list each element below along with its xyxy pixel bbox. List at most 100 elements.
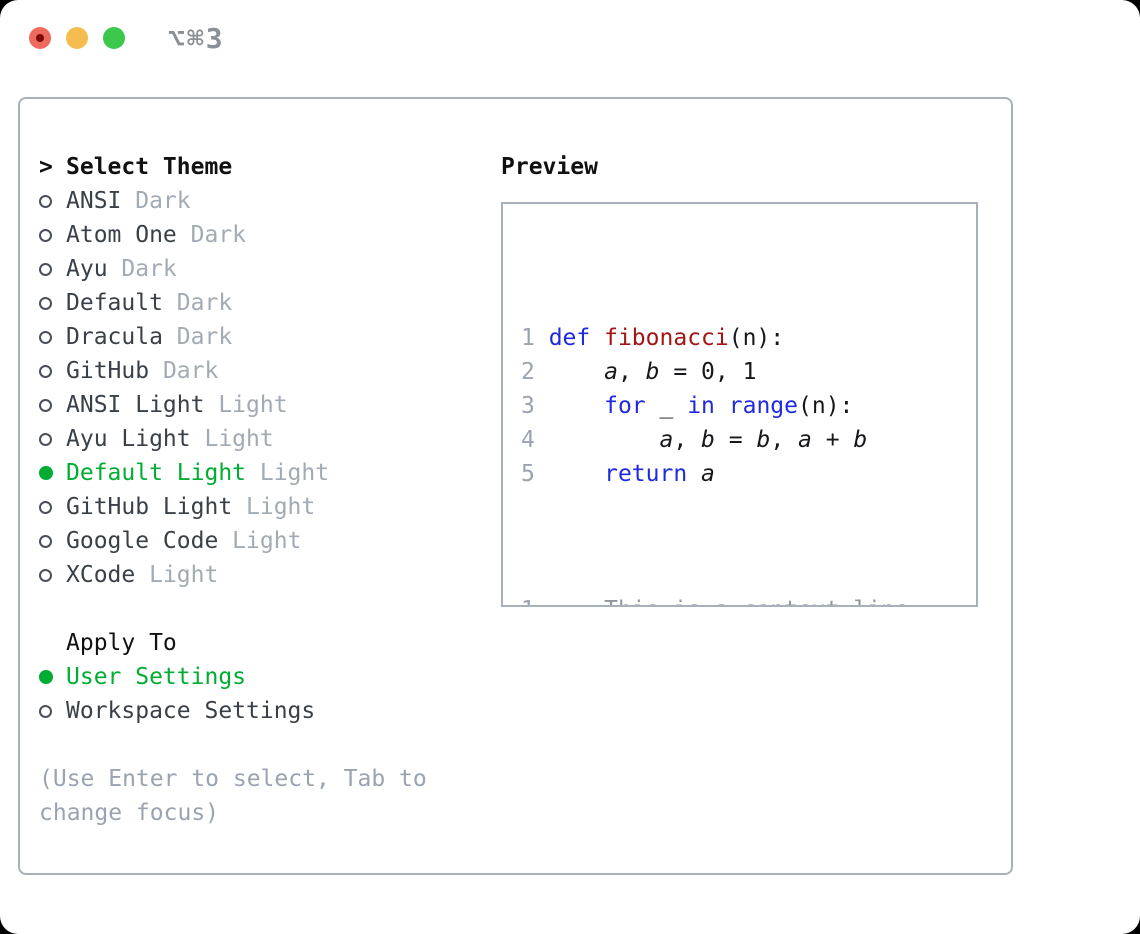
item-variant-tag: Light [218, 528, 302, 554]
theme-option-ansi-light[interactable]: ANSI Light Light [39, 388, 481, 422]
item-label: GitHub Light [66, 494, 233, 520]
radio-unselected-icon [39, 568, 52, 582]
item-variant-tag: Dark [107, 256, 177, 282]
spacer [39, 592, 481, 626]
radio-marker [39, 432, 66, 446]
radio-unselected-icon [39, 228, 52, 242]
item-variant-tag: Dark [176, 222, 247, 248]
item-label: ANSI Light [66, 392, 205, 418]
item-label: Atom One [66, 222, 177, 248]
titlebar: ⌥⌘3 [0, 0, 1140, 97]
apply-option-workspace-settings[interactable]: Workspace Settings [39, 694, 481, 728]
code-segment: , [617, 359, 646, 385]
theme-option-default-light[interactable]: Default Light Light [39, 456, 481, 490]
radio-unselected-icon [39, 262, 52, 276]
code-line: 5 return a [521, 457, 966, 491]
theme-option-github[interactable]: GitHub Dark [39, 354, 481, 388]
radio-marker [39, 466, 66, 480]
line-number: 1 [521, 597, 549, 605]
keyboard-hint-text: (Use Enter to select, Tab to change focu… [39, 766, 427, 826]
theme-picker-title: Select Theme [66, 154, 233, 180]
item-variant-tag: Dark [121, 188, 191, 214]
code-segment: a [659, 427, 674, 453]
line-number: 3 [521, 393, 549, 419]
radio-marker [39, 670, 66, 684]
code-segment [715, 393, 729, 419]
radio-marker [39, 228, 66, 242]
code-segment: b [701, 427, 715, 453]
traffic-lights [29, 27, 125, 49]
code-segment: fibonacci [604, 325, 729, 351]
item-label: Default [66, 290, 163, 316]
code-segment: = 0, 1 [659, 359, 757, 385]
item-label: Workspace Settings [66, 698, 316, 724]
diff-line-context: 1 This is a context line. [521, 593, 966, 605]
item-label: Default Light [66, 460, 247, 486]
item-variant-tag: Light [135, 562, 219, 588]
theme-option-ayu-light[interactable]: Ayu Light Light [39, 422, 481, 456]
code-segment: b [756, 427, 771, 453]
radio-marker [39, 330, 66, 344]
code-segment: a [798, 427, 812, 453]
theme-option-dracula[interactable]: Dracula Dark [39, 320, 481, 354]
radio-unselected-icon [39, 704, 52, 718]
theme-option-ayu[interactable]: Ayu Dark [39, 252, 481, 286]
code-segment: for [604, 393, 646, 419]
theme-option-ansi[interactable]: ANSI Dark [39, 184, 481, 218]
item-label: GitHub [66, 358, 150, 384]
item-label: Google Code [66, 528, 219, 554]
item-variant-tag: Light [190, 426, 274, 452]
radio-marker [39, 194, 66, 208]
code-segment: range [728, 393, 798, 419]
item-variant-tag: Dark [162, 290, 233, 316]
item-variant-tag: Dark [162, 324, 233, 350]
code-segment: (n): [798, 393, 854, 419]
minimize-button[interactable] [66, 27, 88, 49]
radio-unselected-icon [39, 500, 52, 514]
theme-option-atom-one[interactable]: Atom One Dark [39, 218, 481, 252]
code-segment: , [673, 427, 702, 453]
diff-text: This is a context line. [549, 597, 923, 605]
theme-option-xcode[interactable]: XCode Light [39, 558, 481, 592]
code-line: 2 a, b = 0, 1 [521, 355, 966, 389]
radio-unselected-icon [39, 330, 52, 344]
apply-option-user-settings[interactable]: User Settings [39, 660, 481, 694]
item-variant-tag: Light [204, 392, 288, 418]
radio-marker [39, 364, 66, 378]
apply-to-header: Apply To [39, 626, 481, 660]
radio-marker [39, 500, 66, 514]
radio-unselected-icon [39, 364, 52, 378]
theme-option-github-light[interactable]: GitHub Light Light [39, 490, 481, 524]
theme-option-default[interactable]: Default Dark [39, 286, 481, 320]
code-segment [549, 461, 604, 487]
code-segment [687, 461, 701, 487]
radio-unselected-icon [39, 534, 52, 548]
prompt-caret-icon: > [39, 154, 53, 180]
code-segment [590, 325, 604, 351]
radio-marker [39, 704, 66, 718]
line-number: 5 [521, 461, 549, 487]
code-segment [549, 359, 604, 385]
code-segment: (n): [728, 325, 785, 351]
preview-title: Preview [501, 154, 598, 180]
radio-marker [39, 262, 66, 276]
code-segment: in [687, 393, 715, 419]
zoom-button[interactable] [103, 27, 125, 49]
theme-option-google-code[interactable]: Google Code Light [39, 524, 481, 558]
radio-unselected-icon [39, 432, 52, 446]
item-label: Dracula [66, 324, 163, 350]
code-segment: , [770, 427, 799, 453]
code-segment: = [714, 427, 757, 453]
prompt-marker: > [39, 150, 66, 184]
radio-marker [39, 296, 66, 310]
radio-unselected-icon [39, 296, 52, 310]
code-segment: return [604, 461, 688, 487]
close-button[interactable] [29, 27, 51, 49]
code-segment: def [548, 325, 591, 351]
line-number: 1 [521, 325, 549, 351]
radio-marker [39, 534, 66, 548]
